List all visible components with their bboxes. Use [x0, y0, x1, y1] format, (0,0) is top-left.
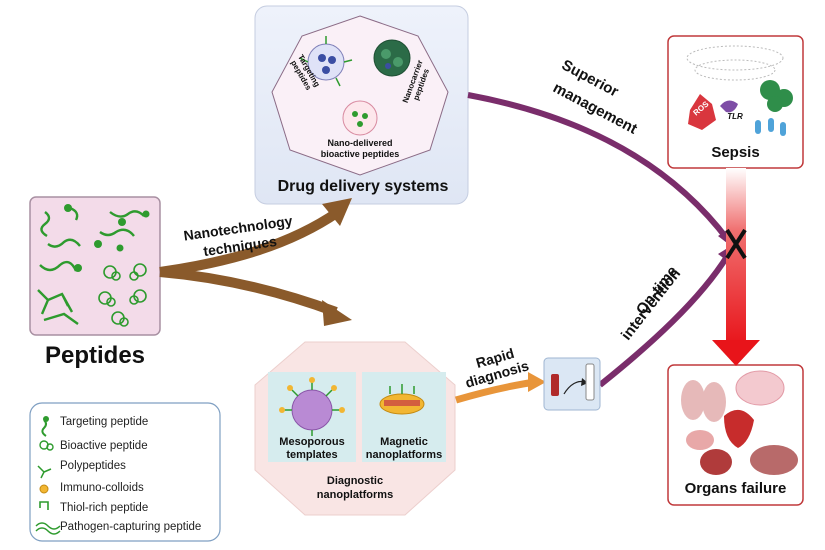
meso-label-2: templates	[286, 449, 338, 461]
pathogen-capturing-peptide-icon	[35, 522, 61, 535]
legend-label: Immuno-colloids	[60, 482, 144, 494]
legend-panel	[29, 402, 221, 542]
drug-delivery-title: Drug delivery systems	[277, 178, 449, 195]
targeting-nanoparticle-icon	[299, 36, 353, 87]
legend-item: Thiol-rich peptide	[60, 499, 148, 517]
diagnostic-title-1: Diagnostic	[326, 475, 384, 487]
legend: Targeting peptide Bioactive peptide Poly…	[60, 413, 220, 538]
diagnostic-title-2: nanoplatforms	[316, 489, 394, 501]
targeting-peptide-icon	[41, 419, 47, 437]
legend-label: Bioactive peptide	[60, 440, 148, 452]
peptides-title: Peptides	[44, 342, 146, 369]
magnetic-label-1: Magnetic	[380, 436, 428, 448]
peptide-drawings	[37, 206, 145, 325]
magnetic-card	[362, 372, 446, 462]
legend-item: Polypeptides	[60, 457, 126, 475]
polypeptides-icon	[37, 465, 52, 479]
meso-label-1: Mesoporous	[279, 436, 345, 448]
legend-label: Targeting peptide	[60, 416, 149, 428]
legend-label: Thiol-rich peptide	[60, 502, 149, 514]
red-arrowhead	[712, 340, 760, 366]
brown-arrow-lower	[159, 267, 338, 317]
magnetic-label-2: nanoplatforms	[365, 449, 443, 461]
legend-label: Pathogen-capturing peptide	[60, 521, 202, 533]
orange-arrowhead-rapid	[528, 372, 546, 392]
nano-delivered-icon	[342, 100, 378, 136]
legend-item: Immuno-colloids	[60, 479, 144, 497]
immuno-colloids-icon	[39, 484, 49, 494]
sepsis-title: Sepsis	[711, 144, 760, 161]
magnetic-particle-icon	[379, 384, 425, 415]
brown-arrowhead-lower	[322, 300, 352, 326]
legend-item: Pathogen-capturing peptide	[60, 518, 201, 536]
brown-arrow-upper	[159, 207, 341, 277]
legend-item: Targeting peptide	[60, 413, 148, 431]
peptide-dots	[64, 204, 150, 272]
nano-delivered-label-1: Nano-delivered	[327, 138, 393, 148]
tlr-label: TLR	[727, 112, 743, 121]
nano-delivered-label-2: bioactive peptides	[320, 149, 400, 159]
bioactive-peptide-icon	[39, 440, 54, 451]
sepsis-illustration	[686, 45, 793, 136]
legend-icons	[35, 416, 61, 535]
bioactive-clusters	[98, 263, 147, 327]
legend-item: Bioactive peptide	[60, 437, 148, 455]
brown-arrowhead-upper	[322, 198, 352, 226]
purple-arrow-superior	[467, 92, 731, 242]
block-cross-icon	[725, 228, 747, 260]
legend-label: Polypeptides	[60, 460, 126, 472]
red-arrow-shaft	[726, 168, 746, 346]
thiol-rich-peptide-icon	[39, 501, 49, 510]
mesoporous-particle-icon	[279, 377, 345, 436]
nanocarrier-icon	[373, 39, 411, 77]
organs-illustration	[681, 370, 798, 475]
purple-arrow-ontime	[598, 253, 731, 388]
organs-title: Organs failure	[684, 480, 787, 497]
